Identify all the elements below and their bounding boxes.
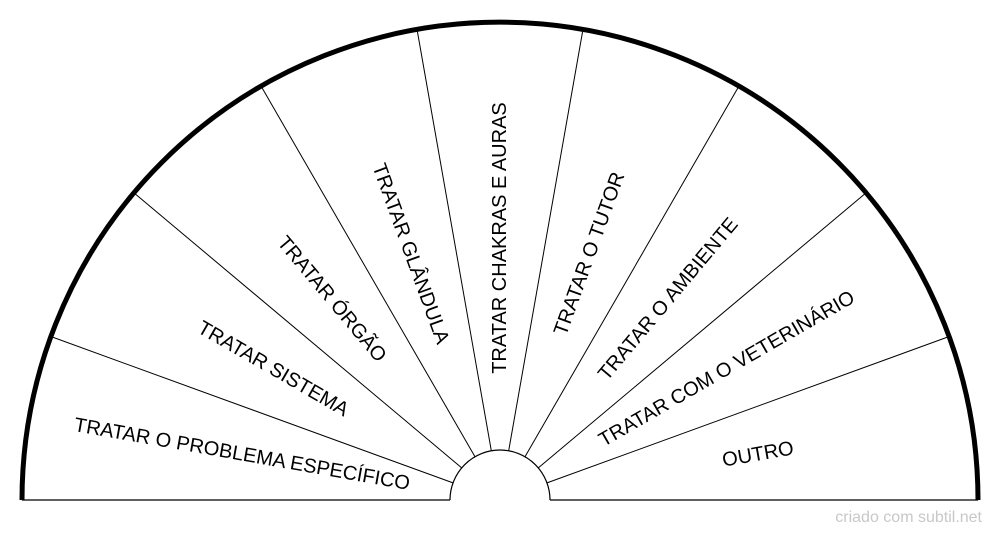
segment-label: TRATAR GLÂNDULA <box>367 160 454 347</box>
segment-label: TRATAR CHAKRAS E AURAS <box>489 102 511 374</box>
segment-label: TRATAR O PROBLEMA ESPECÍFICO <box>72 413 411 495</box>
segment-label: OUTRO <box>721 437 796 471</box>
segment-divider <box>260 85 476 457</box>
segment-label: TRATAR COM O VETERINÁRIO <box>595 286 859 452</box>
segment-label: TRATAR ÓRGÃO <box>273 231 392 367</box>
segment-divider <box>133 192 463 469</box>
segment-divider <box>50 336 454 484</box>
segment-divider <box>508 29 584 451</box>
segment-divider <box>416 29 492 451</box>
segment-label: TRATAR O TUTOR <box>550 169 629 338</box>
footer-credit: criado com subtil.net <box>835 509 982 526</box>
segment-label: TRATAR SISTEMA <box>194 317 353 422</box>
segment-divider <box>537 192 867 469</box>
segment-dividers <box>50 29 950 484</box>
outer-arc <box>19 19 981 501</box>
segment-divider <box>524 85 740 457</box>
segment-divider <box>546 336 950 484</box>
inner-arc <box>449 449 551 501</box>
